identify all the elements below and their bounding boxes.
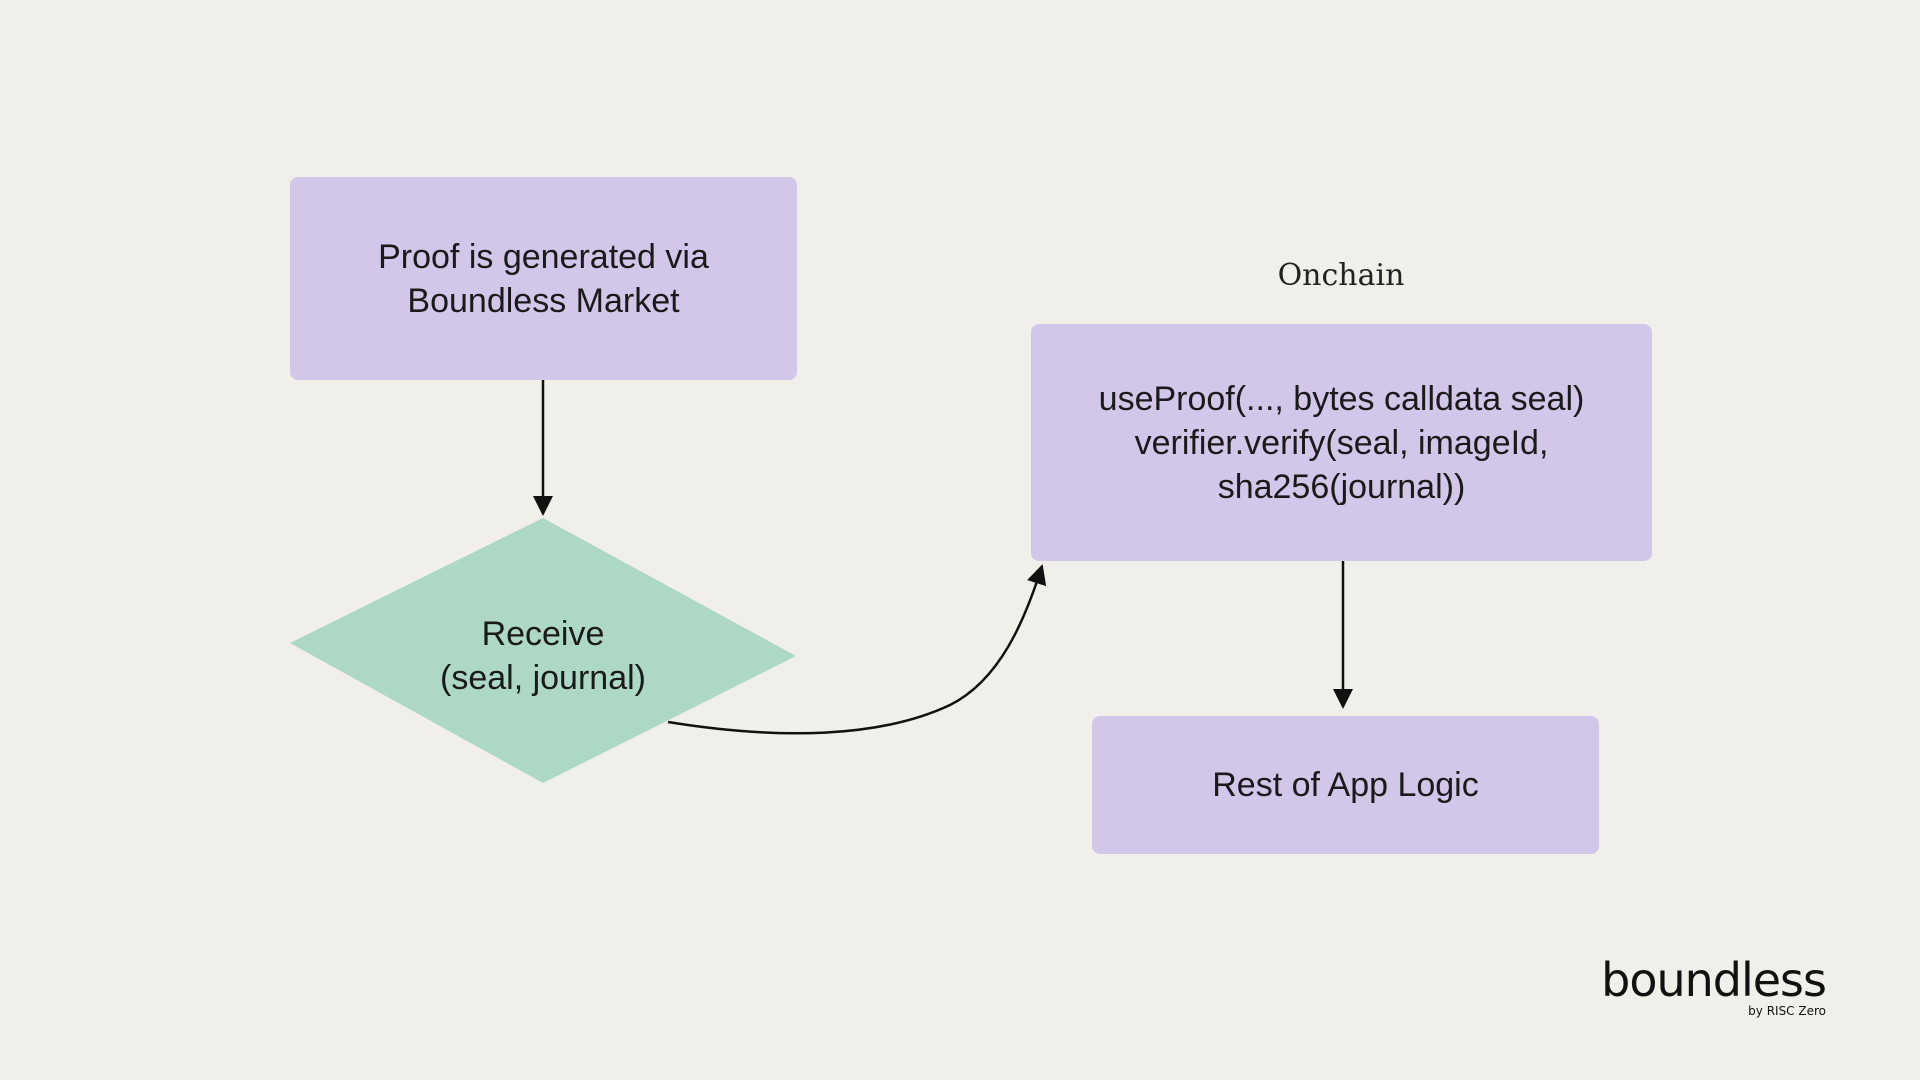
- arrow-receive-to-useproof: [667, 564, 1047, 735]
- proof-generated-label: Proof is generated via Boundless Market: [378, 237, 709, 320]
- brand-byline: by RISC Zero: [1748, 1004, 1826, 1018]
- use-proof-box[interactable]: useProof(..., bytes calldata seal) verif…: [1031, 324, 1652, 561]
- rest-of-app-logic-box[interactable]: Rest of App Logic: [1092, 716, 1599, 854]
- receive-label: Receive (seal, journal): [440, 615, 646, 697]
- brand-wordmark: boundless: [1601, 953, 1827, 1007]
- rest-of-app-logic-label: Rest of App Logic: [1212, 766, 1479, 804]
- boundless-logo: boundless by RISC Zero: [1601, 953, 1827, 1018]
- proof-generated-box[interactable]: Proof is generated via Boundless Market: [290, 177, 797, 380]
- onchain-group-label: Onchain: [1277, 258, 1405, 293]
- use-proof-label: useProof(..., bytes calldata seal) verif…: [1098, 379, 1585, 506]
- receive-decision-diamond[interactable]: [290, 518, 796, 783]
